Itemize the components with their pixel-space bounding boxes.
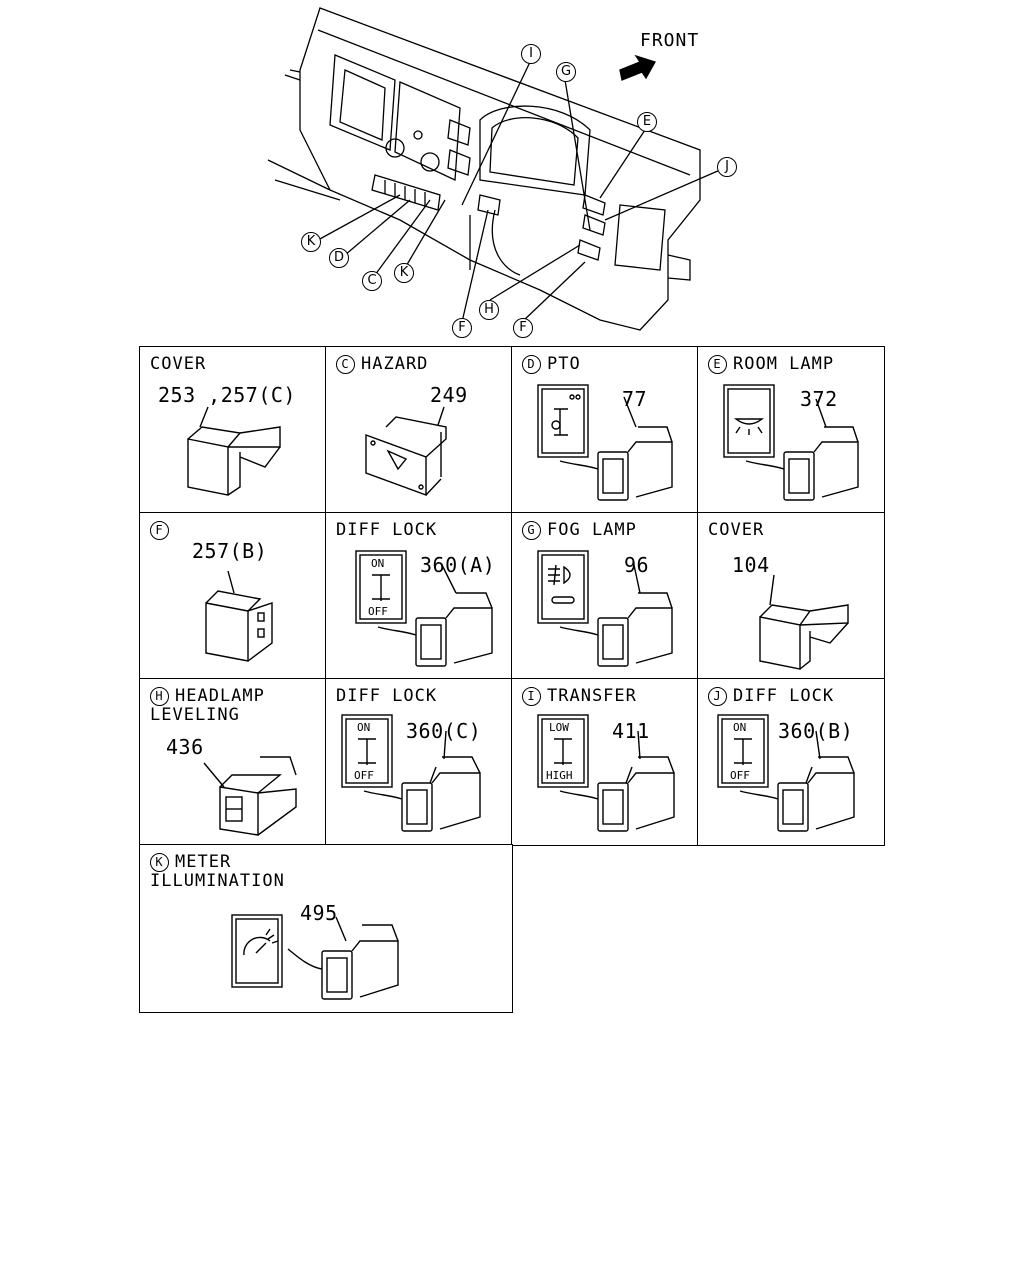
part-number: 360(A) xyxy=(420,553,496,577)
cell-title: DIFF LOCK xyxy=(733,686,835,706)
cell-title: TRANSFER xyxy=(547,686,637,706)
callout-d: D xyxy=(329,248,349,268)
cell-cover-104: COVER 104 xyxy=(697,512,885,680)
letter-badge: C xyxy=(336,355,355,374)
cell-title: HAZARD xyxy=(361,354,429,374)
letter-badge: E xyxy=(708,355,727,374)
icon-text-off: OFF xyxy=(368,605,388,618)
icon-text-high: HIGH xyxy=(546,769,573,782)
headlamp-leveling-switch-icon xyxy=(203,756,297,836)
cell-hazard: C HAZARD 249 xyxy=(325,346,513,514)
cell-title: COVER xyxy=(708,520,765,540)
front-arrow-icon xyxy=(619,54,656,81)
letter-badge: J xyxy=(708,687,727,706)
icon-text-off: OFF xyxy=(730,769,750,782)
cell-title: METER ILLUMINATION xyxy=(150,852,285,891)
callout-i: I xyxy=(521,44,541,64)
letter-badge: F xyxy=(150,521,169,540)
part-number: 77 xyxy=(622,387,648,411)
cell-title: PTO xyxy=(547,354,581,374)
callout-g: G xyxy=(556,62,576,82)
cover-part-icon xyxy=(187,406,281,496)
dashboard-outline xyxy=(299,7,701,331)
part-number: 253 ,257(C) xyxy=(158,383,296,407)
cover-part-icon xyxy=(759,574,849,670)
callout-f-left: F xyxy=(452,318,472,338)
cell-title: HEADLAMP LEVELING xyxy=(150,686,265,725)
pto-switch-icon xyxy=(537,384,673,501)
icon-text-on: ON xyxy=(733,721,747,734)
cell-diff-lock-b: J DIFF LOCK 360(B) ON OFF xyxy=(697,678,885,846)
diff-lock-switch-icon xyxy=(341,714,481,832)
part-number: 360(C) xyxy=(406,719,482,743)
letter-badge: I xyxy=(522,687,541,706)
cell-cover-253: COVER 253 ,257(C) xyxy=(139,346,327,514)
part-number: 411 xyxy=(612,719,650,743)
hazard-switch-icon xyxy=(365,406,447,497)
cell-title: COVER xyxy=(150,354,207,374)
cell-diff-lock-a: DIFF LOCK 360(A) ON OFF xyxy=(325,512,513,680)
diff-lock-switch-icon xyxy=(355,550,493,667)
icon-text-on: ON xyxy=(357,721,371,734)
parts-grid: COVER 253 ,257(C) C HAZARD 249 xyxy=(139,346,885,1013)
room-lamp-switch-icon xyxy=(723,384,859,501)
part-number: 249 xyxy=(430,383,468,407)
part-number: 104 xyxy=(732,553,770,577)
transfer-switch-icon xyxy=(537,714,675,832)
cell-transfer: I TRANSFER 411 LOW HIGH xyxy=(511,678,699,846)
callout-f-right: F xyxy=(513,318,533,338)
letter-badge: G xyxy=(522,521,541,540)
front-label: FRONT xyxy=(640,30,700,51)
icon-text-off: OFF xyxy=(354,769,374,782)
part-number: 436 xyxy=(166,735,204,759)
part-number: 257(B) xyxy=(192,539,268,563)
dashboard-overview-illustration xyxy=(267,7,721,331)
callout-k-left: K xyxy=(301,232,321,252)
cell-diff-lock-c: DIFF LOCK 360(C) ON OFF xyxy=(325,678,513,846)
fog-lamp-switch-icon xyxy=(537,550,673,667)
cell-cover-257b: F 257(B) xyxy=(139,512,327,680)
cell-title: FOG LAMP xyxy=(547,520,637,540)
diff-lock-switch-icon xyxy=(717,714,855,832)
callout-j: J xyxy=(717,157,737,177)
cell-title: DIFF LOCK xyxy=(336,686,438,706)
cover-part-icon xyxy=(205,570,273,662)
part-number: 360(B) xyxy=(778,719,854,743)
icon-text-on: ON xyxy=(371,557,385,570)
meter-illumination-switch-icon xyxy=(231,914,399,1000)
callout-e: E xyxy=(637,112,657,132)
callout-c: C xyxy=(362,271,382,291)
cell-pto: D PTO 77 xyxy=(511,346,699,514)
cell-title: ROOM LAMP xyxy=(733,354,835,374)
callout-k-right: K xyxy=(394,263,414,283)
callout-h: H xyxy=(479,300,499,320)
letter-badge: D xyxy=(522,355,541,374)
cell-title: DIFF LOCK xyxy=(336,520,438,540)
icon-text-low: LOW xyxy=(549,721,569,734)
part-number: 495 xyxy=(300,901,338,925)
